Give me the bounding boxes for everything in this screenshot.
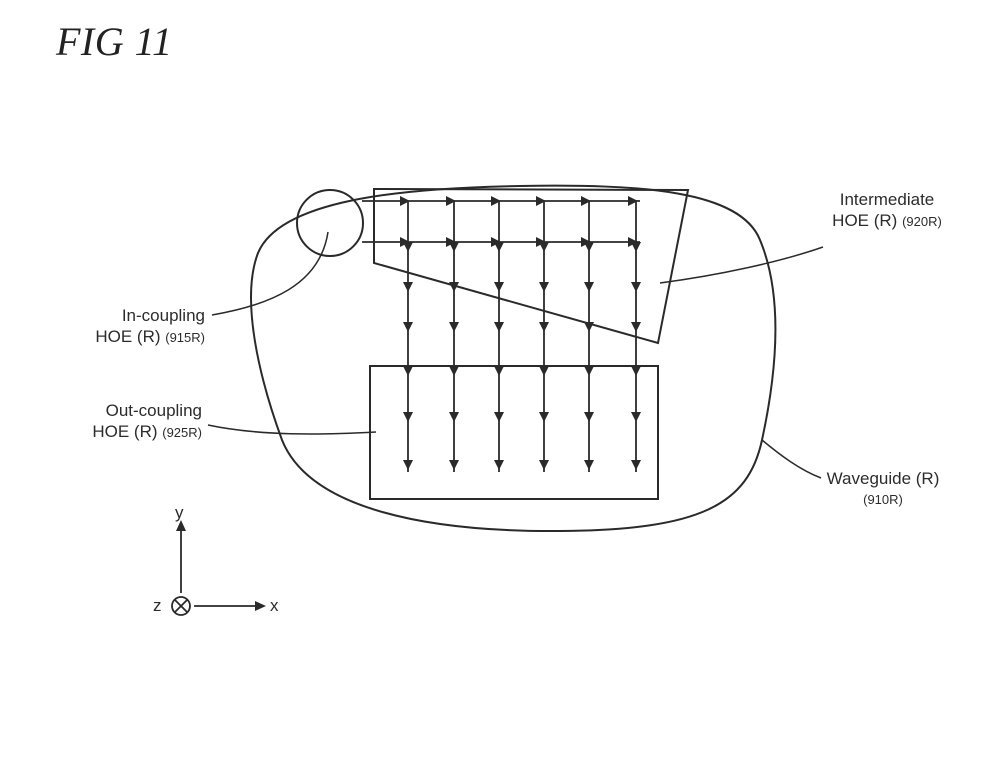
down-arrowhead (494, 322, 504, 332)
coordinate-axes (180, 527, 260, 607)
down-arrowhead (631, 282, 641, 292)
down-arrowhead (539, 460, 549, 470)
down-arrowhead (494, 366, 504, 376)
incoupling-hoe (296, 189, 364, 257)
into-page-cross-circle-icon (171, 596, 191, 616)
label-waveguide: Waveguide (R) (910R) (826, 469, 940, 507)
axis-label-z: z (153, 596, 162, 615)
down-arrowhead (403, 366, 413, 376)
leader-intermediate (659, 246, 824, 284)
right-arrowhead (581, 196, 591, 206)
waveguide-outline (250, 184, 777, 533)
down-arrowhead (631, 412, 641, 422)
down-arrowhead (631, 242, 641, 252)
down-arrowhead (539, 242, 549, 252)
down-arrowhead (494, 242, 504, 252)
leader-incoupling (211, 231, 329, 316)
down-arrowhead (494, 412, 504, 422)
axis-label-x: x (270, 596, 279, 615)
down-arrowhead (539, 282, 549, 292)
down-arrowhead (584, 412, 594, 422)
down-arrowhead (403, 460, 413, 470)
down-arrowhead (539, 412, 549, 422)
down-arrowhead (449, 460, 459, 470)
right-arrowhead (400, 196, 410, 206)
down-arrowhead (449, 282, 459, 292)
down-arrowhead (403, 322, 413, 332)
down-arrowhead (631, 460, 641, 470)
down-arrowhead (539, 322, 549, 332)
down-arrowhead (403, 242, 413, 252)
down-arrowhead (584, 366, 594, 376)
label-incoupling-hoe: In-coupling HOE (R) (915R) (95, 306, 205, 346)
leader-lines (207, 231, 824, 479)
vertical-column-arrowheads (403, 242, 641, 470)
down-arrowhead (584, 242, 594, 252)
leader-outcoupling (207, 424, 377, 435)
right-arrowhead (536, 196, 546, 206)
down-arrowhead (449, 412, 459, 422)
down-arrowhead (584, 282, 594, 292)
down-arrowhead (449, 366, 459, 376)
label-intermediate-hoe: Intermediate HOE (R) (920R) (832, 190, 942, 230)
right-arrowhead (491, 196, 501, 206)
down-arrowhead (403, 412, 413, 422)
outcoupling-hoe (369, 365, 659, 500)
down-arrowhead (631, 366, 641, 376)
right-arrowhead (446, 196, 456, 206)
axis-label-y: y (175, 503, 184, 522)
label-outcoupling-hoe: Out-coupling HOE (R) (925R) (92, 401, 202, 441)
leader-waveguide (761, 439, 822, 479)
horizontal-propagation-rows (362, 200, 640, 243)
figure-title: FIG 11 (56, 19, 173, 64)
down-arrowhead (494, 460, 504, 470)
y-axis-arrowhead (176, 520, 186, 531)
down-arrowhead (584, 460, 594, 470)
horizontal-row-arrowheads (400, 196, 638, 247)
down-arrowhead (539, 366, 549, 376)
right-arrowhead (628, 196, 638, 206)
x-axis-arrowhead (255, 601, 266, 611)
down-arrowhead (494, 282, 504, 292)
down-arrowhead (449, 242, 459, 252)
down-arrowhead (449, 322, 459, 332)
intermediate-hoe (373, 187, 690, 345)
down-arrowhead (403, 282, 413, 292)
down-arrowhead (584, 322, 594, 332)
down-arrowhead (631, 322, 641, 332)
